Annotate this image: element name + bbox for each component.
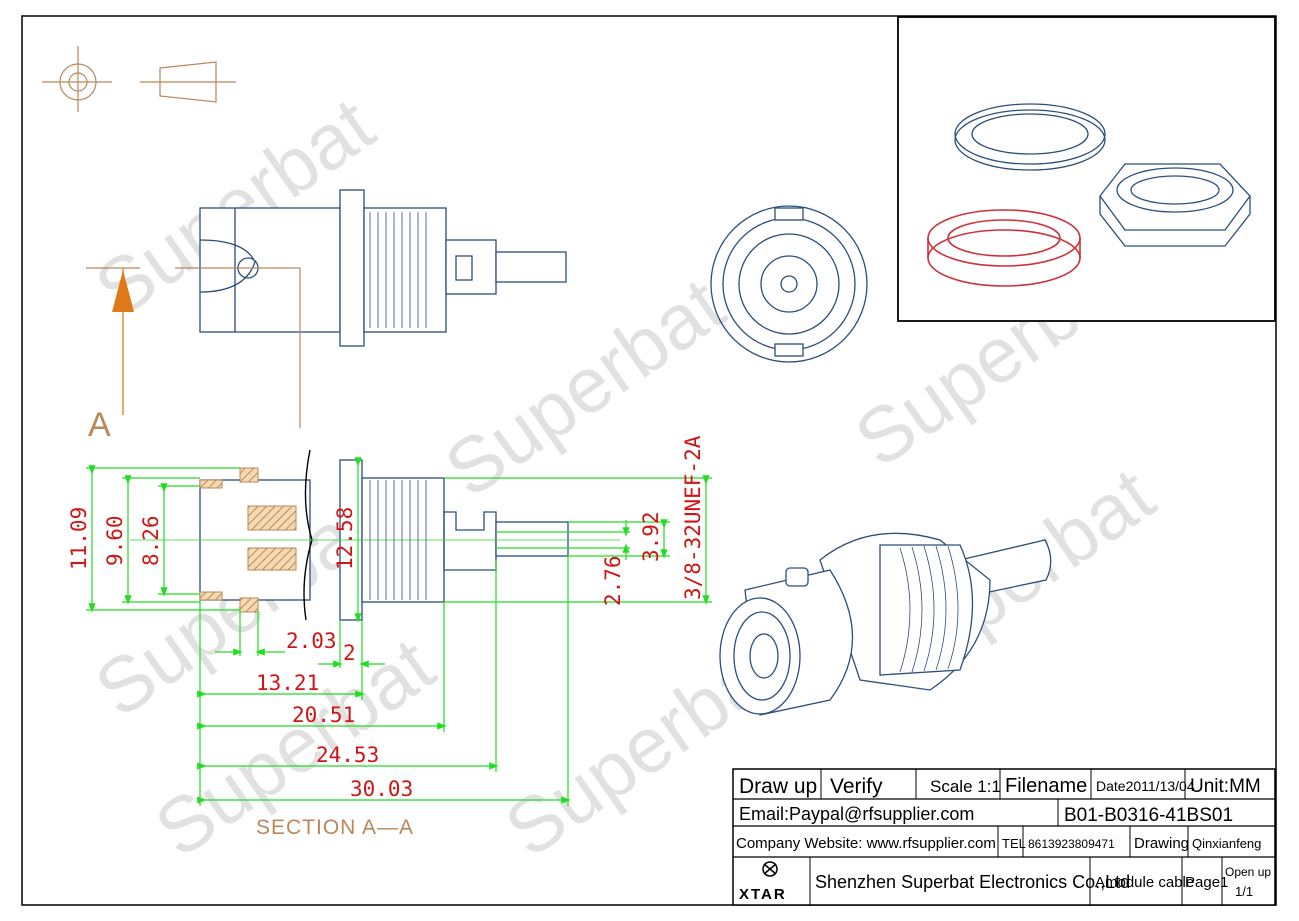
dim-12-58: 12.58: [333, 507, 357, 570]
tb-drawer: Qinxianfeng: [1192, 836, 1261, 851]
tb-tel: 8613923809471: [1028, 837, 1115, 851]
tb-company: Shenzhen Superbat Electronics Co.,Ltd: [815, 872, 1130, 892]
dim-24-53: 24.53: [316, 743, 379, 767]
section-label: SECTION A—A: [256, 816, 414, 839]
tb-email: Email:Paypal@rfsupplier.com: [739, 804, 974, 824]
tb-unit: Unit:MM: [1190, 776, 1261, 797]
section-arrow: A: [86, 267, 140, 444]
title-block: Draw up Verify Scale 1:1 Filename Date20…: [732, 768, 1276, 906]
dim-30-03: 30.03: [350, 777, 413, 801]
connector-front-view: [710, 205, 868, 363]
tb-open-up: Open up: [1225, 865, 1271, 879]
dim-9-60: 9.60: [103, 515, 127, 566]
tb-draw-up: Draw up: [739, 775, 817, 798]
dim-3-92: 3.92: [639, 511, 663, 562]
tb-scale: Scale 1:1: [930, 777, 1001, 796]
dim-2-03: 2.03: [286, 629, 337, 653]
tb-date: Date2011/13/04: [1096, 778, 1195, 794]
connector-side-view: [175, 189, 567, 428]
svg-text:XTAR: XTAR: [739, 886, 787, 903]
dim-20-51: 20.51: [292, 703, 355, 727]
dim-13-21: 13.21: [256, 671, 319, 695]
tb-module: Amodule cable: [1095, 874, 1194, 891]
dim-thread: 3/8-32UNEF-2A: [681, 435, 705, 600]
tb-website: Company Website: www.rfsupplier.com: [736, 835, 996, 852]
drawing-frame: [21, 15, 1277, 906]
connector-3d-view: [719, 532, 1052, 716]
dim-2: 2: [343, 641, 356, 665]
dimension-labels: 11.09 9.60 8.26 12.58 3.92 2.76 3/8-32UN…: [67, 435, 705, 801]
dim-2-76: 2.76: [601, 555, 625, 606]
tb-drawing-label: Drawing: [1134, 835, 1189, 852]
accessories-inset: [897, 16, 1276, 322]
xtar-logo: XTAR: [739, 861, 787, 903]
tb-tel-label: TEL: [1002, 836, 1026, 851]
tb-page-of: 1/1: [1235, 884, 1253, 899]
tb-verify: Verify: [830, 775, 883, 798]
section-view: [130, 449, 620, 621]
tb-filename: Filename: [1005, 775, 1087, 797]
dimension-lines: [86, 457, 712, 806]
tb-part-number: B01-B0316-41BS01: [1064, 805, 1233, 826]
projection-symbol: [42, 46, 236, 112]
dim-11-09: 11.09: [67, 507, 91, 570]
dim-8-26: 8.26: [139, 515, 163, 566]
tb-page: Page1: [1185, 874, 1228, 891]
section-marker: A: [88, 406, 111, 444]
